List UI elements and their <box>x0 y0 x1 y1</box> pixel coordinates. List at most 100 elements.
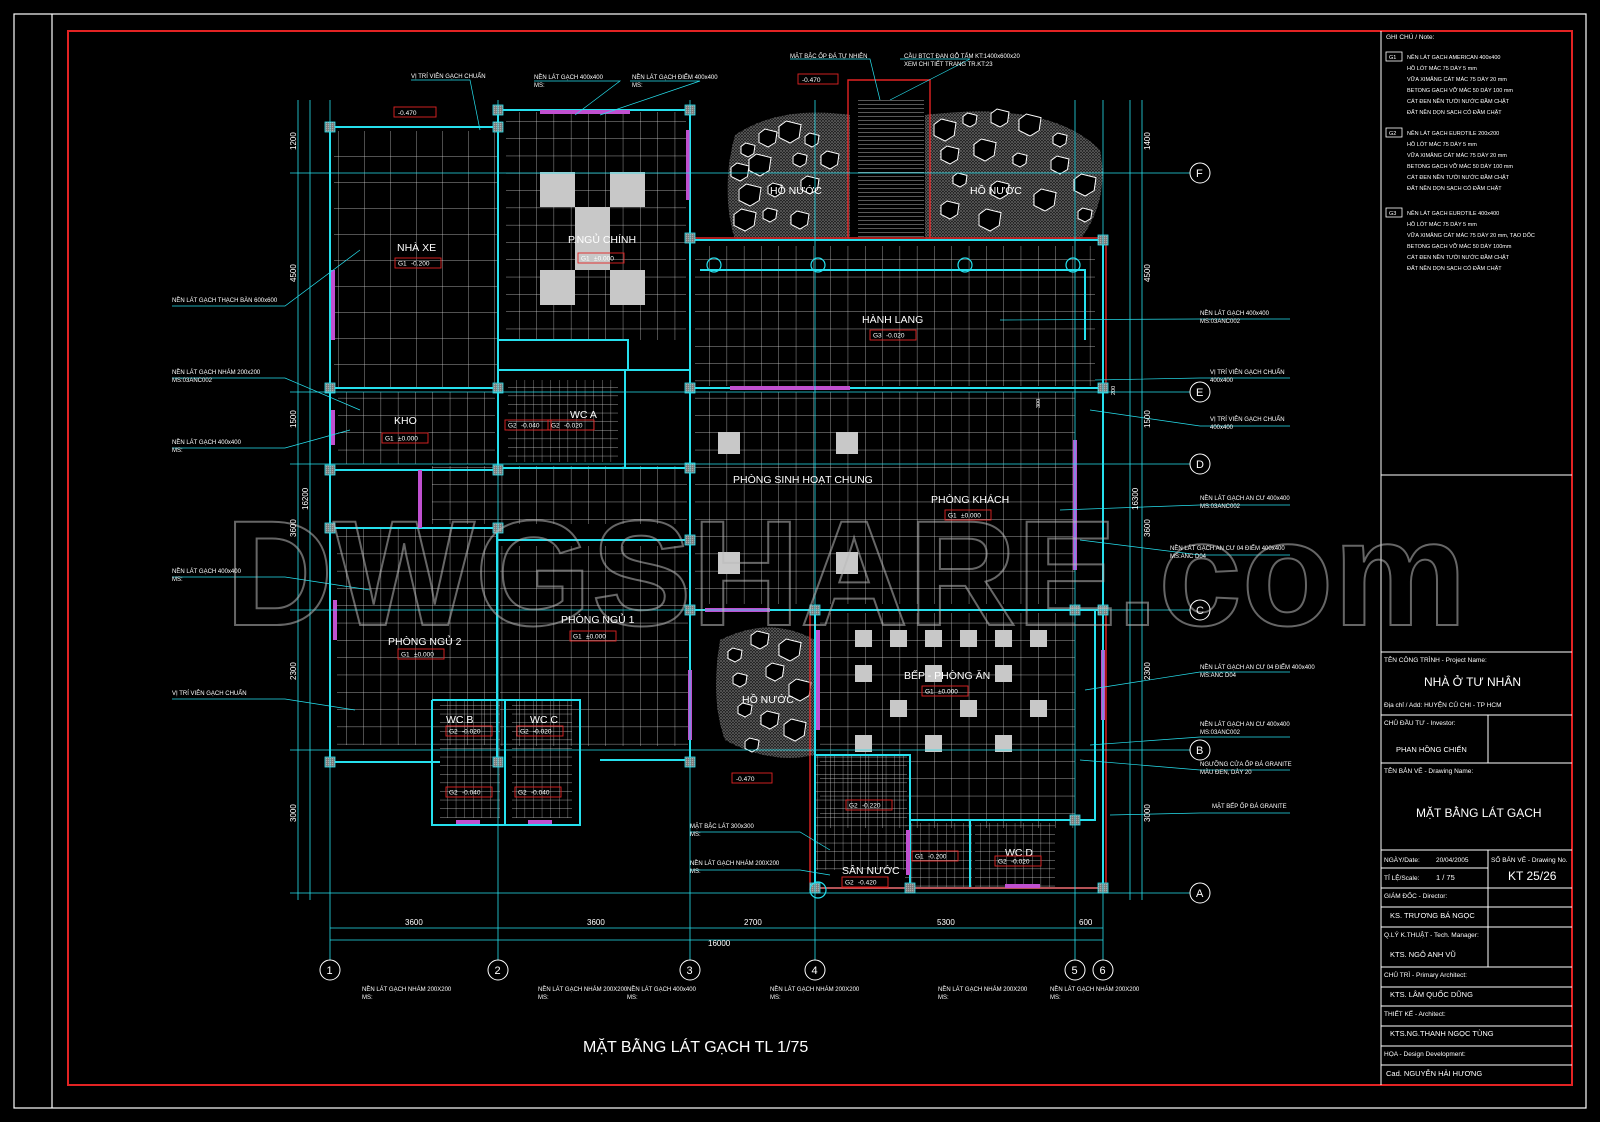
note-subtext: MS:03ANC002 <box>1200 504 1241 510</box>
accent-tile <box>995 665 1012 682</box>
dimension-text: 2700 <box>744 918 762 927</box>
accent-tile <box>890 700 907 717</box>
legend-line: NỀN LÁT GẠCH EUROTILE 400x400 <box>1407 210 1499 217</box>
accent-tile <box>718 552 740 574</box>
room-name: P.NGỦ CHÍNH <box>568 233 636 246</box>
axis-bubble <box>319 959 341 981</box>
garden-ponds <box>716 108 1103 758</box>
dimension-total: 16000 <box>708 939 731 948</box>
accent-tiles <box>540 172 1047 752</box>
level-tag-box <box>516 725 564 737</box>
stepping-stone <box>804 132 820 148</box>
axis-bubble <box>1189 599 1211 621</box>
dimension-text: 5300 <box>937 918 955 927</box>
level-tag-box <box>845 799 893 811</box>
stepping-stone <box>990 180 1010 200</box>
floor-code: G2 <box>518 790 527 797</box>
dimension-text: 600 <box>1079 918 1093 927</box>
level-tag-box <box>397 648 445 660</box>
level-tag-box <box>841 876 889 888</box>
floor-level: -0.020 <box>462 729 481 736</box>
scale-value: 1 / 75 <box>1436 873 1455 882</box>
note-subtext: MS: <box>172 577 183 583</box>
accent-tile <box>925 630 942 647</box>
floor-level: -0.020 <box>564 423 583 430</box>
room-name: BẾP - PHÒNG ĂN <box>904 669 990 682</box>
axis-bubble <box>804 959 826 981</box>
stepping-stone <box>727 647 743 663</box>
floor-code: G1 <box>385 436 394 443</box>
stepping-stone <box>778 120 802 144</box>
level-tag-box <box>381 432 429 444</box>
legend-line: ĐẤT NỀN DỌN SẠCH CỎ ĐẦM CHẶT <box>1407 265 1502 272</box>
axis-bubble <box>1064 959 1086 981</box>
round-column <box>1065 257 1081 273</box>
legend-line: CÁT ĐEN NỀN TƯỚI NƯỚC ĐẦM CHẶT <box>1407 98 1510 105</box>
stepping-stone <box>1012 152 1028 168</box>
note-subtext: MS: <box>538 995 549 1001</box>
leader-lines <box>172 58 1290 876</box>
floor-code: G1 <box>573 634 582 641</box>
floor-code: G2 <box>849 803 858 810</box>
note-text: NỀN LÁT GẠCH NHÁM 200X200 <box>770 986 860 993</box>
note-text: NỀN LÁT GẠCH AN CƯ 400x400 <box>1200 721 1290 728</box>
dimension-text: 1500 <box>289 410 298 428</box>
floor-level: -0.200 <box>928 854 947 861</box>
floor-code: G2 <box>508 423 517 430</box>
level-tag: -0.470 <box>802 77 821 84</box>
note-subtext: MS:03ANC002 <box>172 378 213 384</box>
accent-tile <box>925 735 942 752</box>
floor-code: G1 <box>581 256 590 263</box>
accent-tile <box>610 270 645 305</box>
stepping-stone <box>1018 113 1042 137</box>
legend-line: BETONG GẠCH VỠ MÁC 50 DÀY 100 mm <box>1407 163 1513 170</box>
level-tag-box <box>547 419 595 431</box>
stepping-stone <box>738 183 762 207</box>
dimension-text: 1200 <box>289 132 298 150</box>
room-name: WC B <box>446 714 473 726</box>
floor-level: ±0.000 <box>398 436 418 443</box>
note-text: MẶT BẬC LÁT 300x300 <box>690 823 754 830</box>
note-text: NỀN LÁT GẠCH THẠCH BÀN 600x600 <box>172 297 278 304</box>
stepping-stone <box>765 662 785 682</box>
legend-code-box <box>1385 127 1403 138</box>
dimension-text: 3600 <box>1143 519 1152 537</box>
note-subtext: MS: <box>534 83 545 89</box>
note-text: VỊ TRÍ VIÊN GẠCH CHUẨN <box>1210 415 1285 423</box>
legend-line: HỒ LÓT MÁC 75 DÀY 5 mm <box>1407 65 1477 72</box>
stepping-stone <box>978 208 1002 232</box>
legend-line: VỮA XIMĂNG CÁT MÁC 75 DÀY 20 mm <box>1407 152 1507 159</box>
architect-label: THIẾT KẾ - Architect: <box>1384 1008 1446 1018</box>
level-tag-box <box>921 685 969 697</box>
floor-level: -0.200 <box>411 261 430 268</box>
annotation-notes: VỊ TRÍ VIÊN GẠCH CHUẨN NỀN LÁT GẠCH 400x4… <box>172 52 1315 1001</box>
axis-label-x: 4 <box>812 965 818 977</box>
dimension-text: 2300 <box>1143 662 1152 680</box>
axis-label-y: C <box>1196 605 1204 617</box>
stepping-stone <box>783 718 807 742</box>
floor-code: G2 <box>845 880 854 887</box>
legend-line: CÁT ĐEN NỀN TƯỚI NƯỚC ĐẦM CHẶT <box>1407 254 1510 261</box>
note-subtext: MS: <box>362 995 373 1001</box>
floor-code: G1 <box>401 652 410 659</box>
room-name: HÀNH LANG <box>862 313 923 326</box>
note-text: NỀN LÁT GẠCH 400x400 <box>1200 310 1270 317</box>
tech-name: KTS. NGÔ ANH VŨ <box>1390 950 1456 959</box>
axis-label-x: 3 <box>687 965 693 977</box>
design-label: HỌA - Design Development: <box>1384 1051 1466 1058</box>
floor-level: -0.020 <box>886 333 905 340</box>
stepping-stone <box>933 118 957 142</box>
director-label: GIÁM ĐỐC - Director: <box>1384 890 1447 900</box>
stepping-stone <box>820 150 840 170</box>
accent-tile <box>995 630 1012 647</box>
column <box>904 882 916 894</box>
stepping-stone <box>940 145 960 165</box>
dimension-text: 4500 <box>1143 264 1152 282</box>
room-name: KHO <box>394 415 417 427</box>
primary-name: KTS. LÂM QUỐC DŨNG <box>1390 989 1473 999</box>
level-tag-box <box>504 419 552 431</box>
room-name: SÂN NƯỚC <box>842 864 900 877</box>
stepping-stone <box>990 108 1010 128</box>
note-text: NỀN LÁT GẠCH AN CƯ 04 ĐIỂM 400x400 <box>1200 664 1315 671</box>
